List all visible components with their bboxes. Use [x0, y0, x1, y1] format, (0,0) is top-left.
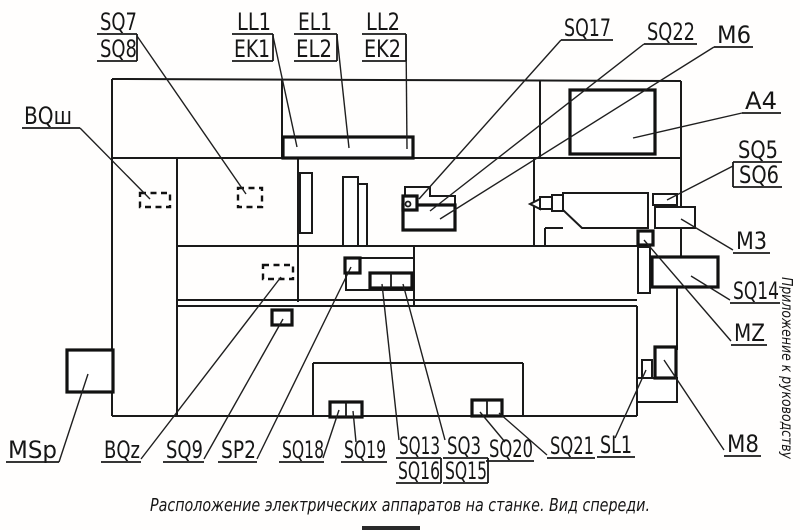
leader-sq7-sq8: [136, 35, 247, 195]
leader-sq14: [690, 275, 731, 301]
label-frame-sq3-sq15: [443, 457, 489, 484]
machine-inner-parts: [65, 88, 720, 419]
label-frame-sq5-sq6: [732, 161, 782, 188]
leader-sq3-sq15: [402, 283, 446, 441]
label-mz: MZ: [734, 319, 765, 347]
leader-sq21: [498, 412, 548, 456]
leader-m6: [439, 46, 715, 220]
label-frame-el1-el2: [294, 33, 338, 62]
label-sq5: SQ5: [738, 136, 778, 164]
right-foot-block: [636, 377, 678, 403]
label-el2: EL2: [296, 35, 332, 63]
leader-sq17: [418, 39, 562, 200]
label-m8: M8: [727, 430, 759, 458]
leader-m8: [663, 359, 725, 451]
label-sl1: SL1: [600, 431, 632, 459]
label-ek2: EK2: [364, 35, 401, 63]
leader-sq22: [429, 43, 645, 212]
leader-m3: [680, 218, 734, 251]
leader-bqsh: [79, 127, 151, 200]
tailstock-body: [562, 192, 649, 229]
label-m6: M6: [717, 21, 751, 49]
leader-sp2: [256, 266, 352, 460]
label-sq18: SQ18: [282, 436, 324, 464]
label-frame-sq7-sq8: [97, 33, 138, 62]
label-ll1: LL1: [237, 8, 271, 36]
motor-msp-box: [65, 348, 115, 394]
label-sq22: SQ22: [647, 18, 695, 46]
tailstock: [527, 192, 649, 246]
side-note-vertical: Приложение к руководству: [778, 277, 796, 460]
label-a4: A4: [745, 87, 777, 115]
headstock-step-outline: [404, 186, 456, 205]
label-msp: MSp: [8, 436, 57, 464]
switch-sq9-box: [270, 308, 294, 327]
leader-sq13-sq16: [381, 283, 400, 441]
label-sq17: SQ17: [564, 14, 611, 42]
label-sp2: SP2: [221, 436, 256, 464]
hidden-box-sq7-sq8-target: [236, 186, 264, 209]
leader-sl1: [614, 369, 647, 439]
label-sq14: SQ14: [733, 277, 779, 305]
label-sq3: SQ3: [447, 432, 481, 460]
vertical-bar-small: [299, 172, 313, 234]
leader-mz: [643, 239, 732, 342]
leader-sq5-sq6: [666, 165, 734, 201]
hidden-box-bqsh-target: [138, 191, 172, 209]
leader-el1-el2: [336, 35, 350, 149]
switch-sq5-sq6-box: [652, 193, 678, 206]
leader-lines: [58, 35, 743, 463]
leader-msp: [58, 373, 89, 463]
label-frame-ll1-ek1: [232, 33, 274, 62]
label-sq15: SQ15: [445, 457, 487, 485]
label-ll2: LL2: [366, 8, 400, 36]
label-sq6: SQ6: [739, 161, 779, 189]
label-sq20: SQ20: [489, 435, 533, 463]
vertical-bar-tall: [342, 176, 359, 247]
label-sq19: SQ19: [344, 436, 386, 464]
label-bqsh: BQш: [24, 102, 72, 130]
switch-sq17-dot: [404, 200, 412, 208]
label-frame-sq13-sq16: [396, 457, 442, 484]
leader-ll1-ek1: [272, 35, 298, 148]
leader-sq19: [352, 410, 357, 443]
label-el1: EL1: [298, 8, 332, 36]
lamp-sl1-box: [641, 359, 653, 379]
label-ek1: EK1: [234, 35, 270, 63]
switch-sp2-box: [343, 256, 362, 275]
leader-bqz: [140, 276, 282, 460]
motor-m3-box: [654, 206, 696, 229]
unit-a4-box: [568, 88, 657, 156]
label-m3: M3: [736, 227, 767, 255]
scan-artifact-mark: [362, 526, 420, 530]
label-sq13: SQ13: [399, 432, 440, 460]
label-sq9: SQ9: [166, 436, 203, 464]
label-frame-ll2-ek2: [362, 33, 407, 62]
figure-caption: Расположение электрических аппаратов на …: [150, 496, 650, 516]
vertical-bar-step: [357, 183, 368, 247]
hidden-box-bqz-target: [261, 263, 295, 281]
leader-sq9: [203, 318, 284, 460]
label-bqz: BQz: [104, 436, 140, 464]
labels: SQ7 SQ8 BQш LL1 EK1 EL1 EL2 LL2 EK2 SQ17…: [6, 8, 782, 485]
label-sq21: SQ21: [550, 432, 594, 460]
leader-sq18: [322, 409, 340, 459]
leader-a4: [632, 112, 743, 139]
label-sq8: SQ8: [100, 35, 137, 63]
motor-mz-box: [636, 229, 655, 247]
label-sq7: SQ7: [100, 8, 137, 36]
leader-sq20: [479, 411, 506, 443]
right-column-bar: [637, 246, 651, 294]
label-sq16: SQ16: [398, 457, 440, 485]
center-tip: [527, 197, 541, 211]
